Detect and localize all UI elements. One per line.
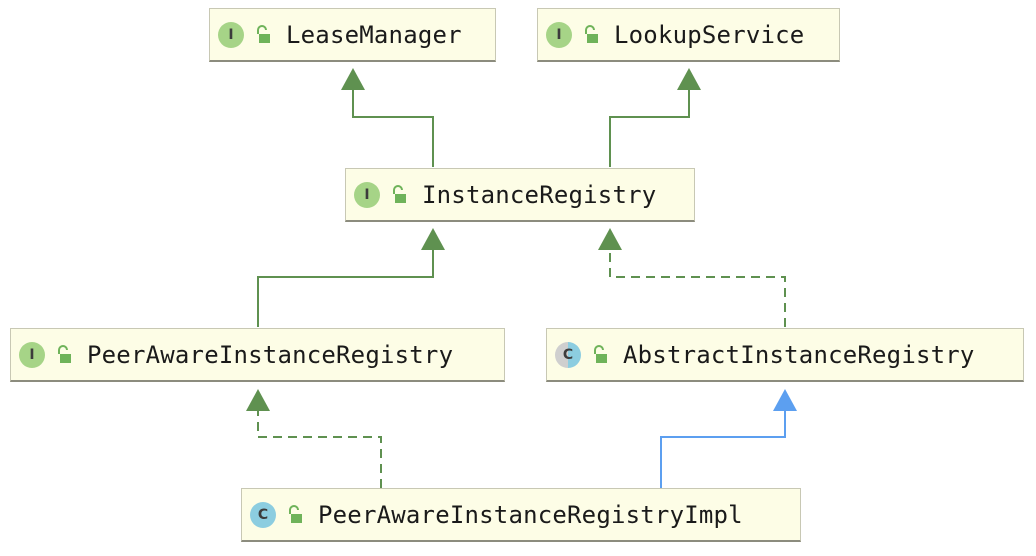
node-label: AbstractInstanceRegistry	[623, 340, 975, 369]
node-label: LookupService	[614, 20, 805, 49]
node-peer-aware-instance-registry[interactable]: I PeerAwareInstanceRegistry	[10, 328, 505, 382]
edge-instance-registry-to-lease-manager	[341, 68, 434, 167]
node-label: LeaseManager	[286, 20, 462, 49]
open-lock-icon	[58, 344, 71, 363]
node-lease-manager[interactable]: I LeaseManager	[209, 8, 496, 62]
node-peer-aware-instance-registry-impl[interactable]: C PeerAwareInstanceRegistryImpl	[241, 488, 801, 542]
edge-instance-registry-to-lookup-service	[609, 68, 701, 167]
open-lock-icon	[289, 504, 302, 523]
interface-badge-icon: I	[354, 181, 380, 208]
node-abstract-instance-registry[interactable]: C AbstractInstanceRegistry	[546, 328, 1024, 382]
node-instance-registry[interactable]: I InstanceRegistry	[345, 168, 695, 222]
open-lock-icon	[585, 24, 598, 43]
abstract-class-badge-icon: C	[555, 341, 581, 368]
interface-badge-icon: I	[218, 21, 244, 48]
node-label: PeerAwareInstanceRegistryImpl	[318, 500, 743, 529]
edge-impl-to-abstract	[660, 389, 797, 488]
open-lock-icon	[393, 184, 406, 203]
node-label: InstanceRegistry	[422, 180, 657, 209]
edge-impl-to-peer-aware	[246, 389, 382, 488]
open-lock-icon	[594, 344, 607, 363]
edge-peer-aware-to-instance-registry	[257, 228, 445, 327]
edge-abstract-to-instance-registry	[598, 228, 786, 327]
node-lookup-service[interactable]: I LookupService	[537, 8, 840, 62]
interface-badge-icon: I	[19, 341, 45, 368]
class-badge-icon: C	[250, 501, 276, 528]
open-lock-icon	[257, 24, 270, 43]
node-label: PeerAwareInstanceRegistry	[87, 340, 454, 369]
interface-badge-icon: I	[546, 21, 572, 48]
